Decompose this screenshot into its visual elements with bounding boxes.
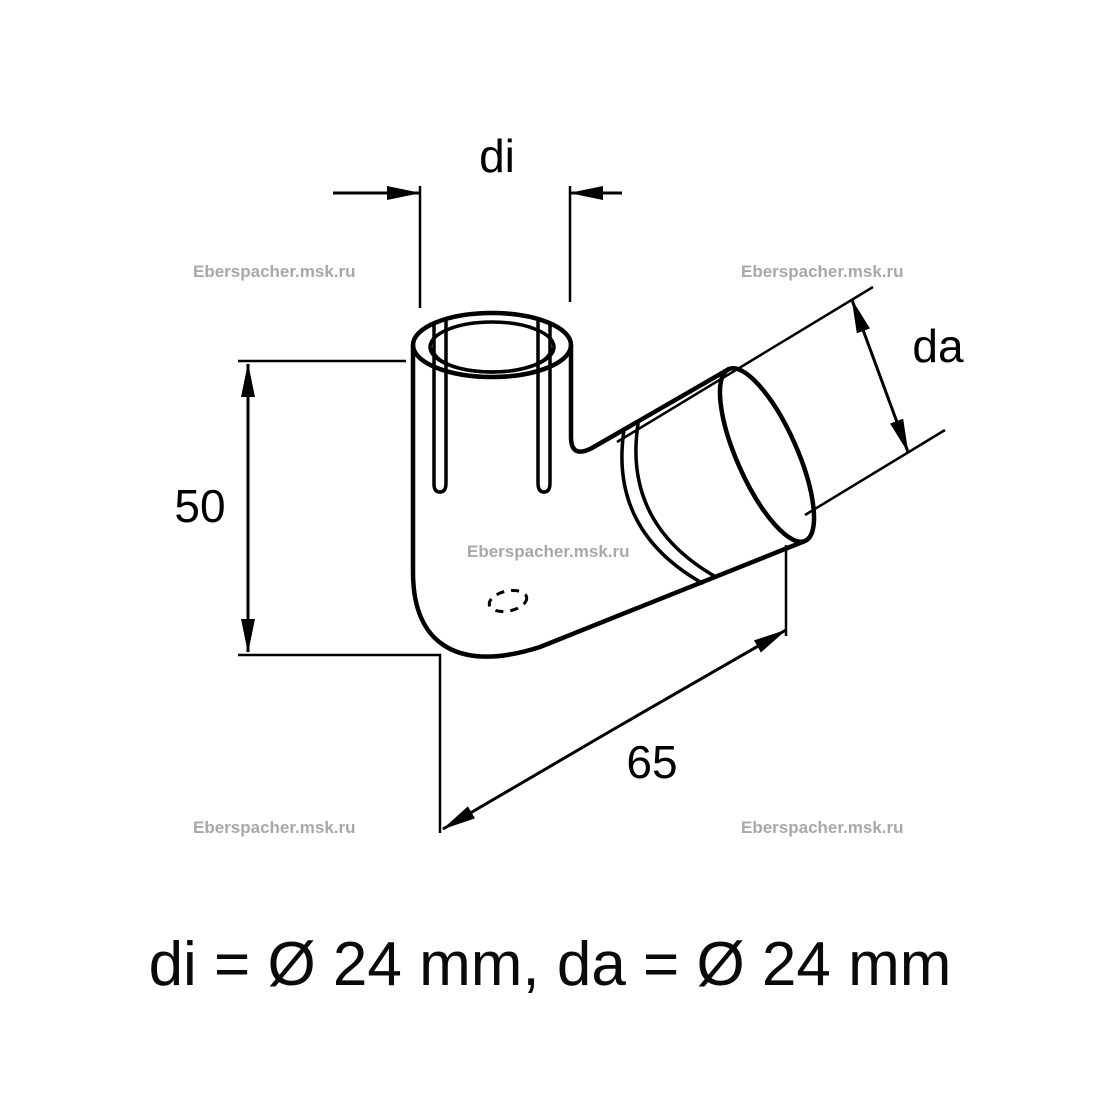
da-label: da	[912, 320, 964, 372]
dimension-50: 50	[174, 359, 442, 833]
pipe-seam-line-2	[634, 422, 718, 579]
clip-slot-right	[536, 318, 552, 494]
watermark-top-right: Eberspacher.msk.ru	[741, 262, 904, 281]
da-arrow-down	[878, 375, 910, 453]
dimension-caption: di = Ø 24 mm, da = Ø 24 mm	[149, 930, 952, 999]
watermark-center: Eberspacher.msk.ru	[467, 542, 630, 561]
watermarks: Eberspacher.msk.ru Eberspacher.msk.ru Eb…	[193, 262, 904, 837]
watermark-bottom-left: Eberspacher.msk.ru	[193, 818, 356, 837]
di-label: di	[479, 130, 515, 182]
length-label: 65	[626, 736, 677, 788]
dimension-di: di	[333, 130, 622, 308]
elbow-inner-edge	[568, 342, 732, 454]
watermark-bottom-right: Eberspacher.msk.ru	[741, 818, 904, 837]
bore-depth-arc	[431, 347, 553, 374]
hidden-hole-ellipse	[487, 588, 529, 614]
da-extension-lower	[804, 428, 946, 517]
watermark-top-left: Eberspacher.msk.ru	[193, 262, 356, 281]
da-extension-upper	[616, 285, 874, 444]
da-arrow-up	[850, 299, 882, 377]
height-label: 50	[174, 480, 225, 532]
pipe-seam-line-1	[620, 428, 704, 585]
length-arrow-left	[442, 727, 615, 831]
dimension-65: 65	[442, 545, 788, 831]
dimension-da: da	[616, 285, 964, 517]
pipe-elbow-drawing	[410, 310, 817, 659]
elbow-body-outline	[410, 342, 808, 659]
pipe-end-face	[717, 366, 817, 544]
length-arrow-right	[613, 628, 787, 731]
height-extension-bottom	[238, 653, 442, 833]
rim-outer-ellipse	[410, 310, 574, 380]
clip-slot-left	[432, 318, 448, 494]
